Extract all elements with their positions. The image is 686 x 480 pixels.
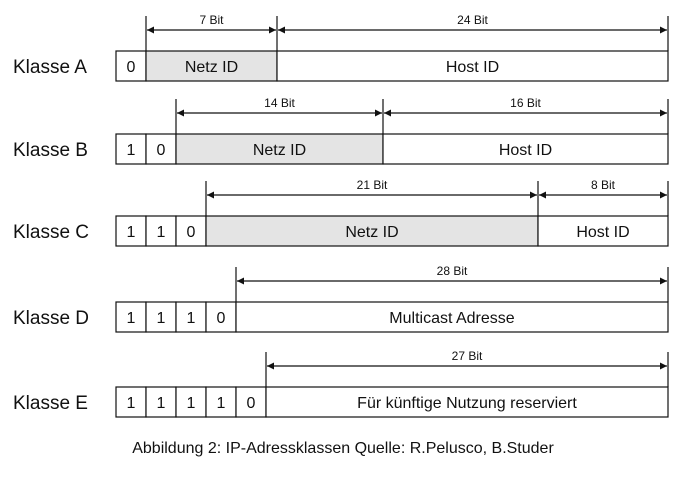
prefix-bit-value: 1 [187,395,196,412]
prefix-bit-value: 1 [127,395,136,412]
prefix-bit-cell [145,133,177,165]
prefix-bit-value: 1 [217,395,226,412]
class-label: Klasse A [13,57,87,78]
prefix-bit-value: 1 [157,224,166,241]
bit-width-label: 21 Bit [357,178,388,192]
class-label: Klasse D [13,308,89,329]
bit-width-label: 14 Bit [264,96,295,110]
multicast-field-box [235,301,669,333]
prefix-bit-cell [115,215,147,247]
prefix-bit-value: 1 [187,310,196,327]
host-field-box [382,133,669,165]
figure-caption: Abbildung 2: IP-Adressklassen Quelle: R.… [132,440,554,457]
prefix-bit-cell [115,50,147,82]
host-field-label: Host ID [499,142,552,159]
prefix-bit-value: 0 [217,310,226,327]
prefix-bit-value: 1 [127,142,136,159]
bit-width-label: 16 Bit [510,96,541,110]
prefix-bit-cell [145,386,177,418]
host-field-box [276,50,669,82]
host-field-box [537,215,669,247]
prefix-bit-cell [115,386,147,418]
prefix-bit-cell [145,301,177,333]
class-row-a: Klasse A 0 Netz ID Host ID 7 Bit 24 Bit [13,13,669,82]
class-label: Klasse C [13,222,89,243]
prefix-bit-value: 0 [187,224,196,241]
class-row-c: Klasse C 1 1 0 Netz ID Host ID 21 Bit 8 Bit [13,178,669,247]
prefix-bit-cell [175,386,207,418]
bit-width-label: 28 Bit [437,264,468,278]
prefix-bit-value: 1 [127,224,136,241]
bit-width-label: 7 Bit [199,13,224,27]
class-row-b: Klasse B 1 0 Netz ID Host ID 14 Bit 16 Bit [13,96,669,165]
netz-field-box [145,50,278,82]
netz-field-label: Netz ID [185,59,238,76]
prefix-bit-cell [145,215,177,247]
bit-width-label: 8 Bit [591,178,616,192]
bit-width-label: 27 Bit [452,349,483,363]
prefix-bit-cell [175,215,207,247]
class-label: Klasse B [13,140,88,161]
class-row-d: Klasse D 1 1 1 0 Multicast Adresse 28 Bit [13,264,669,333]
host-field-label: Host ID [446,59,499,76]
class-label: Klasse E [13,393,88,414]
reserved-field-label: Für künftige Nutzung reserviert [357,395,577,412]
class-row-e: Klasse E 1 1 1 1 0 Für künftige Nutzung reserv… [13,349,669,418]
bit-width-label: 24 Bit [457,13,488,27]
prefix-bit-value: 0 [247,395,256,412]
multicast-field-label: Multicast Adresse [389,310,514,327]
prefix-bit-cell [115,301,147,333]
prefix-bit-value: 1 [157,310,166,327]
prefix-bit-value: 1 [157,395,166,412]
prefix-bit-value: 1 [127,310,136,327]
reserved-field-box [265,386,669,418]
netz-field-label: Netz ID [345,224,398,241]
netz-field-label: Netz ID [253,142,306,159]
netz-field-box [205,215,539,247]
prefix-bit-value: 0 [157,142,166,159]
prefix-bit-value: 0 [127,59,136,76]
host-field-label: Host ID [576,224,629,241]
